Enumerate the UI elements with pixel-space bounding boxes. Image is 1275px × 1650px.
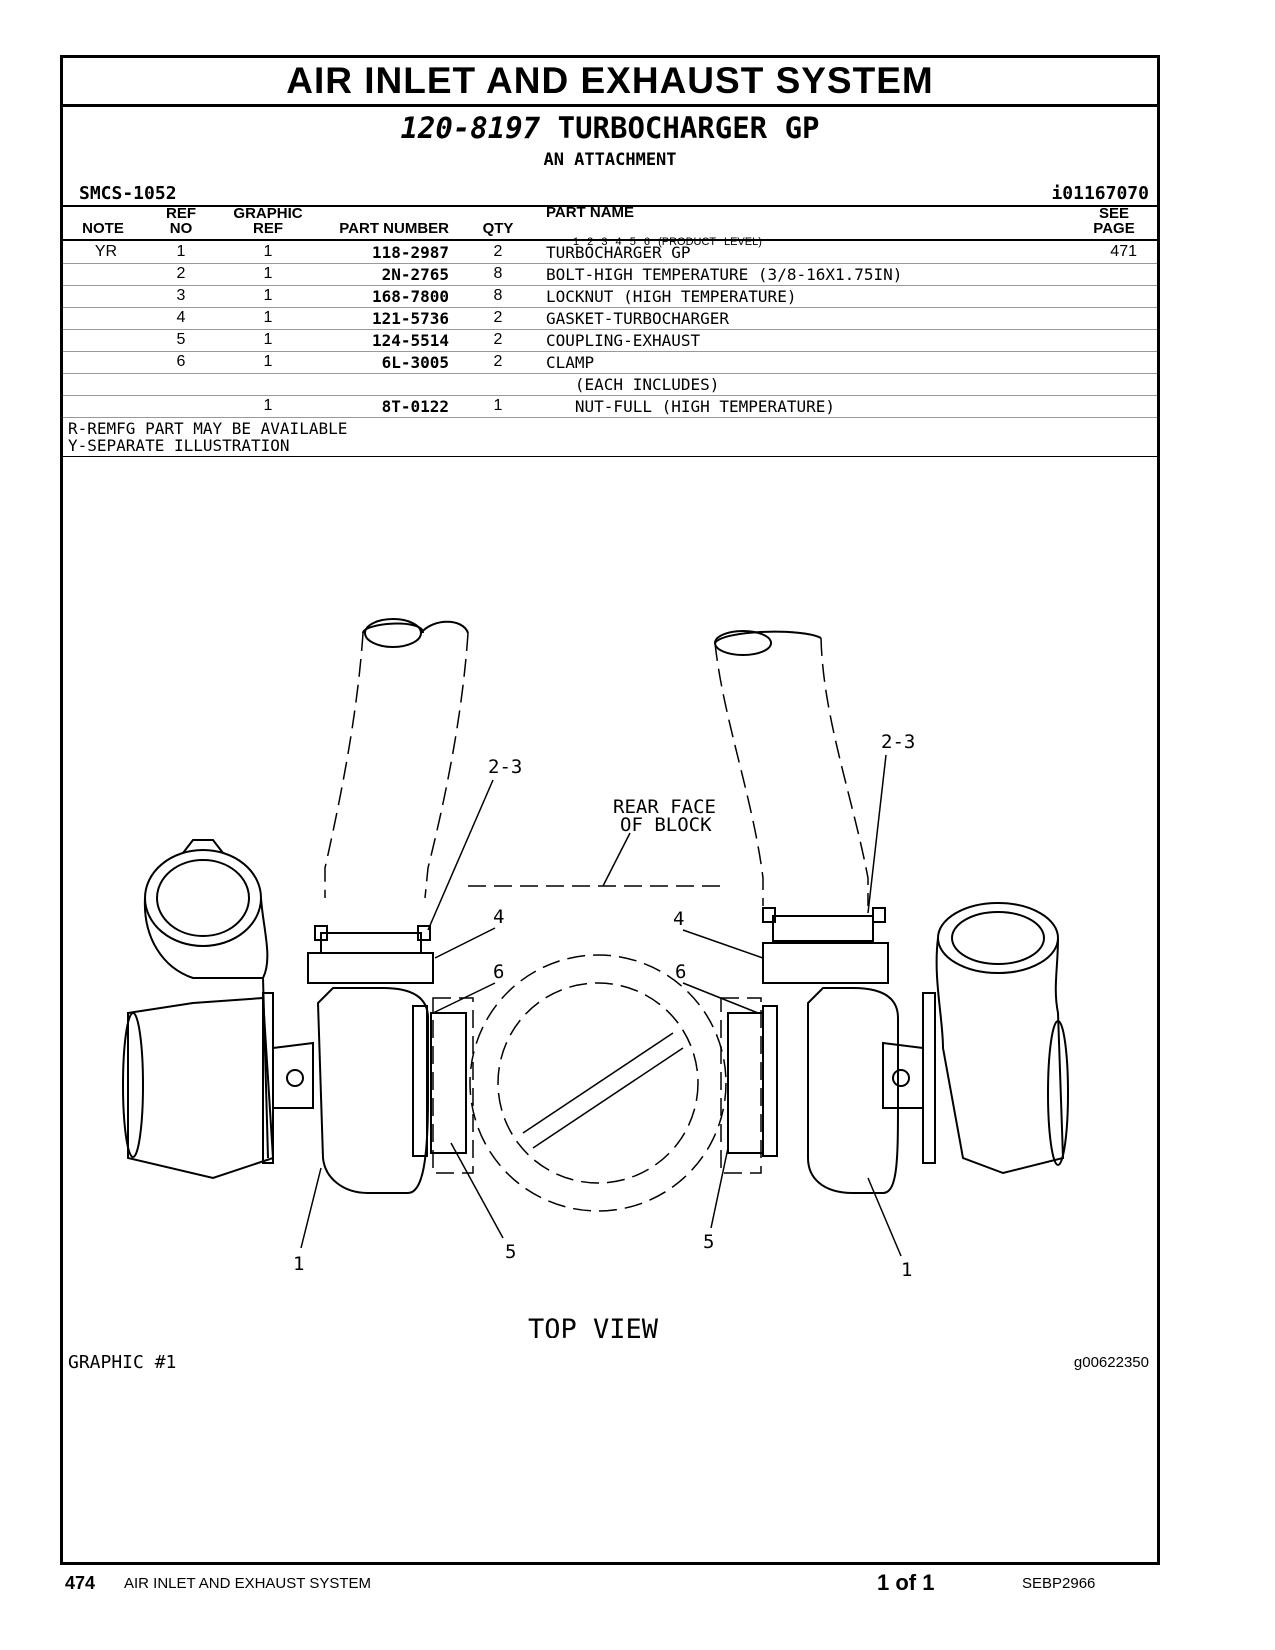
table-row: 5 1 124-5514 2 COUPLING-EXHAUST (63, 329, 1157, 352)
row-part-name: (EACH INCLUDES) (546, 375, 720, 394)
row-part-name: GASKET-TURBOCHARGER (546, 309, 730, 328)
callout-6-left: 6 (493, 961, 504, 983)
block-rear-face: REAR FACE OF BLOCK (468, 796, 723, 887)
row-part-number: 124-5514 (371, 331, 449, 350)
rear-face-label-2: OF BLOCK (620, 814, 712, 836)
right-turbo-assembly (720, 902, 1069, 1194)
header-divider (63, 239, 1157, 241)
row-ref: 1 (176, 243, 186, 260)
row-graphic-ref: 1 (263, 309, 273, 326)
divider (63, 205, 1157, 207)
footer-page-number: 474 (65, 1573, 96, 1593)
exhaust-pipe-left (324, 618, 469, 899)
col-see-header-1: SEE (1098, 205, 1129, 222)
group-title: 120-8197 TURBOCHARGER GP (63, 111, 1157, 145)
group-name: TURBOCHARGER GP (557, 111, 820, 145)
callout-4-left: 4 (493, 906, 504, 928)
note-remfg: R-REMFG PART MAY BE AVAILABLE (68, 419, 348, 438)
exhaust-pipe-right (714, 630, 869, 906)
row-ref: 6 (176, 353, 186, 370)
row-part-number: 121-5736 (371, 309, 449, 328)
notes-block: R-REMFG PART MAY BE AVAILABLE Y-SEPARATE… (68, 420, 347, 454)
table-row: 1 8T-0122 1 NUT-FULL (HIGH TEMPERATURE) (63, 395, 1157, 418)
row-qty: 2 (493, 243, 503, 260)
row-graphic-ref: 1 (263, 287, 273, 304)
row-part-name: BOLT-HIGH TEMPERATURE (3/8-16X1.75IN) (546, 265, 903, 284)
row-part-number: 2N-2765 (381, 265, 449, 284)
row-see-page: 471 (1110, 243, 1137, 260)
row-qty: 2 (493, 353, 503, 370)
row-graphic-ref: 1 (263, 265, 273, 282)
left-turbo-assembly (122, 839, 474, 1194)
table-row: YR 1 1 118-2987 2 TURBOCHARGER GP 471 (63, 241, 1157, 264)
page-frame: AIR INLET AND EXHAUST SYSTEM 120-8197 TU… (60, 55, 1160, 1565)
graphic-id: g00622350 (1073, 1354, 1149, 1371)
row-graphic-ref: 1 (263, 331, 273, 348)
callout-5-right: 5 (703, 1231, 714, 1253)
table-row: 3 1 168-7800 8 LOCKNUT (HIGH TEMPERATURE… (63, 285, 1157, 308)
callout-6-right: 6 (675, 961, 686, 983)
row-part-number: 118-2987 (371, 243, 449, 262)
row-part-number: 8T-0122 (381, 397, 449, 416)
callout-1-right: 1 (901, 1259, 912, 1281)
row-part-name: TURBOCHARGER GP (546, 243, 691, 262)
row-qty: 2 (493, 309, 503, 326)
row-qty: 8 (493, 265, 503, 282)
smcs-code: SMCS-1052 (79, 183, 177, 204)
view-label: TOP VIEW (528, 1314, 659, 1338)
row-qty: 8 (493, 287, 503, 304)
row-part-number: 6L-3005 (381, 353, 449, 372)
row-qty: 1 (493, 397, 503, 414)
row-part-name: NUT-FULL (HIGH TEMPERATURE) (546, 397, 835, 416)
row-part-name: LOCKNUT (HIGH TEMPERATURE) (546, 287, 797, 306)
callout-4-right: 4 (673, 908, 684, 930)
row-ref: 2 (176, 265, 186, 282)
row-ref: 3 (176, 287, 186, 304)
col-ref-header-2: NO (169, 220, 193, 237)
footer-doc-number: SEBP2966 (1022, 1575, 1096, 1592)
group-number: 120-8197 (400, 111, 541, 145)
graphic-label: GRAPHIC #1 (68, 1352, 177, 1373)
table-row: 2 1 2N-2765 8 BOLT-HIGH TEMPERATURE (3/8… (63, 263, 1157, 286)
callouts: 2-3 2-3 4 4 6 6 5 5 1 1 (293, 731, 915, 1281)
section-title: AIR INLET AND EXHAUST SYSTEM (63, 58, 1157, 107)
group-subtitle: AN ATTACHMENT (543, 150, 677, 170)
footer-page-of: 1 of 1 (877, 1570, 935, 1595)
row-note: YR (94, 243, 118, 260)
notes-divider (63, 456, 1157, 457)
col-graphic-header-1: GRAPHIC (233, 205, 303, 222)
col-see-header-2: PAGE (1093, 220, 1135, 237)
col-part-number-header: PART NUMBER (339, 220, 449, 237)
row-part-number: 168-7800 (371, 287, 449, 306)
illustration-id: i01167070 (1051, 183, 1149, 204)
col-ref-header-1: REF (166, 205, 196, 222)
col-note-header: NOTE (82, 220, 124, 237)
exhaust-coupling-center (469, 954, 727, 1212)
row-part-name: CLAMP (546, 353, 595, 372)
row-part-name: COUPLING-EXHAUST (546, 331, 701, 350)
row-ref: 4 (176, 309, 186, 326)
turbocharger-illustration: REAR FACE OF BLOCK (122, 618, 1069, 1338)
footer-section: AIR INLET AND EXHAUST SYSTEM (124, 1575, 372, 1592)
callout-5-left: 5 (505, 1241, 516, 1263)
row-graphic-ref: 1 (263, 243, 273, 260)
callout-1-left: 1 (293, 1253, 304, 1275)
row-graphic-ref: 1 (263, 397, 273, 414)
col-part-name-header: PART NAME (546, 204, 635, 221)
col-graphic-header-2: REF (253, 220, 283, 237)
row-qty: 2 (493, 331, 503, 348)
table-row: 4 1 121-5736 2 GASKET-TURBOCHARGER (63, 307, 1157, 330)
col-qty-header: QTY (482, 220, 514, 237)
callout-2-3-right: 2-3 (881, 731, 915, 753)
rear-face-label-1: REAR FACE (613, 796, 716, 818)
table-row: (EACH INCLUDES) (63, 373, 1157, 396)
note-separate-illustration: Y-SEPARATE ILLUSTRATION (68, 436, 290, 455)
table-row: 6 1 6L-3005 2 CLAMP (63, 351, 1157, 374)
row-graphic-ref: 1 (263, 353, 273, 370)
row-ref: 5 (176, 331, 186, 348)
callout-2-3-left: 2-3 (488, 756, 522, 778)
